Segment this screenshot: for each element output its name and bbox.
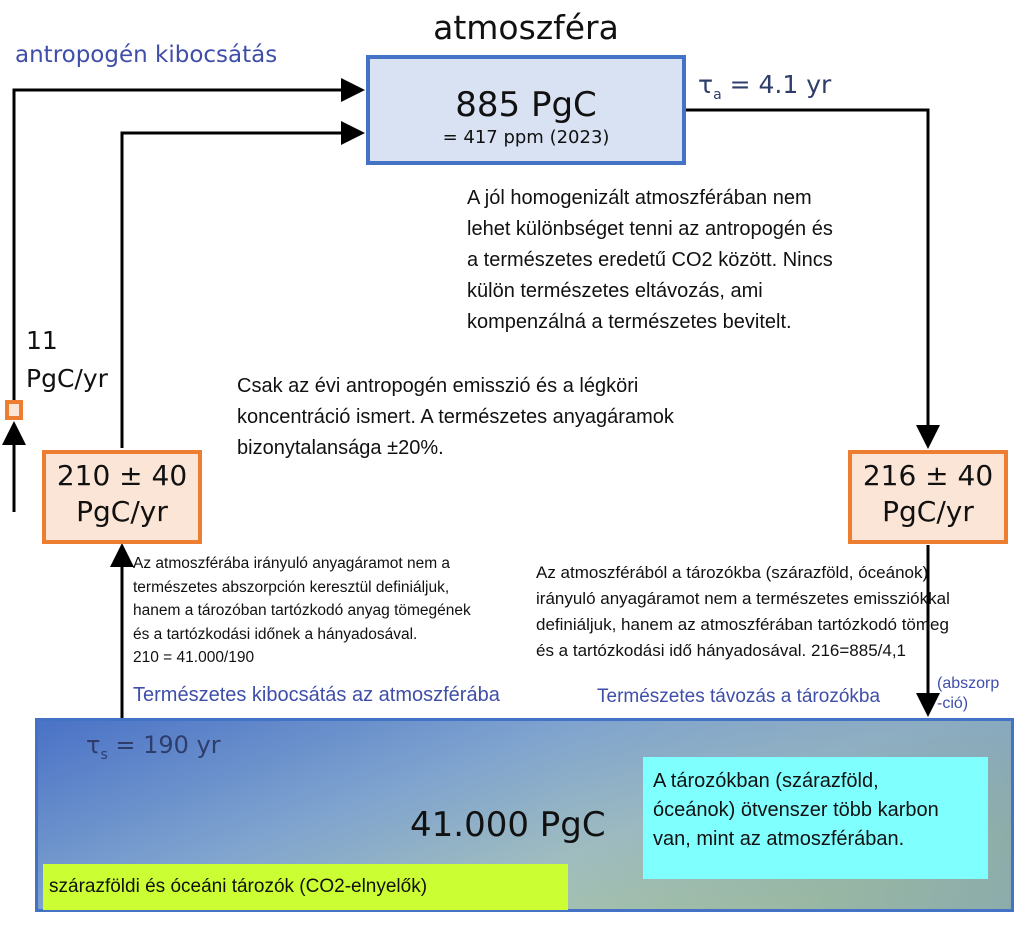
atmosphere-concentration: = 417 ppm (2023) <box>442 127 610 148</box>
natural-emission-label: Természetes kibocsátás az atmoszférába <box>133 684 500 706</box>
note-emission: Az atmoszférába irányuló anyagáramot nem… <box>133 555 471 666</box>
tau-a-label: τa = 4.1 yr <box>698 70 832 103</box>
diagram-title: atmoszféra <box>433 8 619 47</box>
reservoir-label: szárazföldi és óceáni tározók (CO2-elnye… <box>43 864 568 910</box>
absorption-label: (abszorp-ció) <box>937 675 1000 712</box>
reservoir-box: τs = 190 yr 41.000 PgC A tározókban (szá… <box>35 718 1014 912</box>
tau-s-label: τs = 190 yr <box>86 731 221 763</box>
anthropogenic-flux-marker <box>5 400 23 420</box>
anthropogenic-arrow <box>12 78 365 401</box>
reservoir-note: A tározókban (szárazföld,óceánok) ötvens… <box>643 757 988 879</box>
anthropogenic-label: antropogén kibocsátás <box>15 42 278 68</box>
natural-emission-arrow <box>120 121 365 448</box>
atmosphere-outflow-arrow <box>682 108 940 449</box>
note-known: Csak az évi antropogén emisszió és a lég… <box>237 375 674 459</box>
natural-removal-label: Természetes távozás a tározókba <box>597 686 881 707</box>
reservoir-amount: 41.000 PgC <box>410 805 606 845</box>
note-removal: Az atmoszférából a tározókba (szárazföld… <box>536 563 950 660</box>
atmosphere-box: 885 PgC = 417 ppm (2023) <box>366 55 686 165</box>
atmosphere-amount: 885 PgC <box>455 85 597 125</box>
